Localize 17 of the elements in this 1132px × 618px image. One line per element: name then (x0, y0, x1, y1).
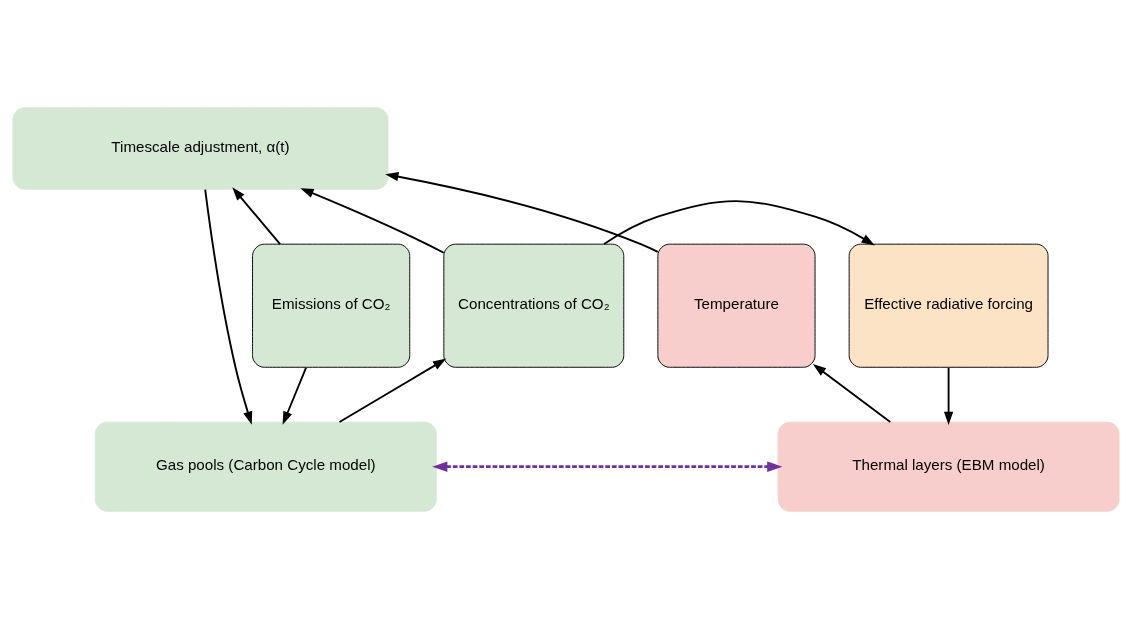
arrow (300, 187, 445, 254)
arrow (432, 460, 783, 472)
arrow (603, 199, 875, 245)
node-box: Temperature (657, 243, 816, 368)
node-box: Gas pools (Carbon Cycle model) (94, 421, 437, 512)
node-box: Emissions of CO₂ (252, 243, 411, 368)
arrow (204, 188, 253, 425)
arrow (812, 363, 892, 423)
arrow (232, 186, 282, 245)
arrow (282, 366, 307, 425)
node-box: Concentrations of CO₂ (443, 243, 625, 368)
arrow (385, 171, 659, 253)
node-box: Thermal layers (EBM model) (777, 421, 1120, 512)
arrow (338, 358, 447, 423)
node-box: Effective radiative forcing (848, 243, 1049, 368)
node-box: Timescale adjustment, α(t) (12, 106, 389, 190)
arrow (943, 366, 954, 425)
